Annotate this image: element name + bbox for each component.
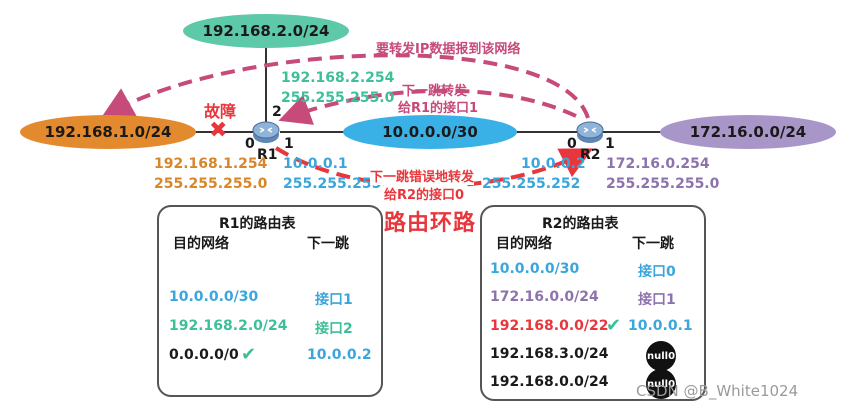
r1-if2-mask: 255.255.255.0 [281,90,395,106]
port-r1-1: 1 [284,136,294,152]
null0-icon: null0 [646,369,676,399]
r2-row-next: 接口1 [638,292,676,308]
r2-if1-mask: 255.255.255.0 [606,176,720,192]
arrow-to-net1 [101,53,590,119]
r1-if0-mask: 255.255.255.0 [154,176,268,192]
r1-if0-ip: 192.168.1.254 [154,156,268,172]
router-r1-icon [252,121,280,143]
annotation-nexthop-r2-line1: 下一跳错误地转发 [370,166,475,185]
r2-if0-ip: 10.0.0.2 [521,156,586,172]
network-172-16: 172.16.0.0/24 [660,115,836,149]
annotation-forward: 要转发IP数据报到该网络 [376,42,521,57]
router-r2-icon [576,121,604,143]
r2-row-next: 接口0 [638,264,676,280]
port-r2-1: 1 [605,136,615,152]
port-r1-0: 0 [245,136,255,152]
r2-row-dest: 10.0.0.0/30 [490,261,580,277]
r1-if1-mask: 255.255.255 [283,176,382,192]
checkmark-icon: ✔ [241,344,257,365]
r1-row-dest: 192.168.2.0/24 [169,318,288,334]
r2-if1-ip: 172.16.0.254 [606,156,710,172]
r2-table-col-next: 下一跳 [632,236,674,252]
network-10-0-0: 10.0.0.0/30 [343,115,517,149]
annotation-nexthop-r2-line2: 给R2的接口0 [384,184,465,203]
network-192-168-2: 192.168.2.0/24 [183,14,349,48]
router-r2-name: R2 [580,147,601,163]
arrow-to-r1 [278,88,577,125]
router-r1-name: R1 [257,147,278,163]
watermark: CSDN @B_White1024 [636,382,799,400]
null0-icon: null0 [646,341,676,371]
fault-label: 故障 [204,102,237,121]
r1-routing-table: R1的路由表 目的网络 下一跳 10.0.0.0/30 接口1 192.168.… [157,205,383,397]
fault-x-icon: ✖ [209,118,228,143]
r1-row-dest: 0.0.0.0/0 [169,347,239,363]
r1-row-dest: 10.0.0.0/30 [169,289,259,305]
r2-row-dest: 192.168.0.0/22 [490,318,609,334]
r1-table-col-dest: 目的网络 [173,236,229,252]
r1-row-next: 10.0.0.2 [307,347,372,363]
r2-routing-table: R2的路由表 目的网络 下一跳 10.0.0.0/30 接口0 172.16.0… [480,205,706,401]
annotation-nexthop-r1-line1: 下一跳转发 [402,84,468,99]
r1-if1-ip: 10.0.0.1 [283,156,348,172]
checkmark-icon: ✔ [606,315,622,336]
r2-row-dest: 192.168.0.0/24 [490,374,609,390]
network-192-168-1: 192.168.1.0/24 [20,115,196,149]
r2-table-title: R2的路由表 [542,216,619,232]
port-r1-2: 2 [272,104,282,120]
r1-if2-ip: 192.168.2.254 [281,70,395,86]
r2-row-dest: 172.16.0.0/24 [490,289,599,305]
routing-loop-label: 路由环路 [384,211,477,236]
r2-table-col-dest: 目的网络 [496,236,552,252]
r2-if0-mask: 255.255.252 [482,176,581,192]
r1-row-next: 接口2 [315,321,353,337]
r1-table-col-next: 下一跳 [307,236,349,252]
port-r2-0: 0 [567,136,577,152]
annotation-nexthop-r1-line2: 给R1的接口1 [398,101,479,116]
r1-table-title: R1的路由表 [219,216,296,232]
r1-row-next: 接口1 [315,292,353,308]
r2-row-dest: 192.168.3.0/24 [490,346,609,362]
r2-row-next: 10.0.0.1 [628,318,693,334]
